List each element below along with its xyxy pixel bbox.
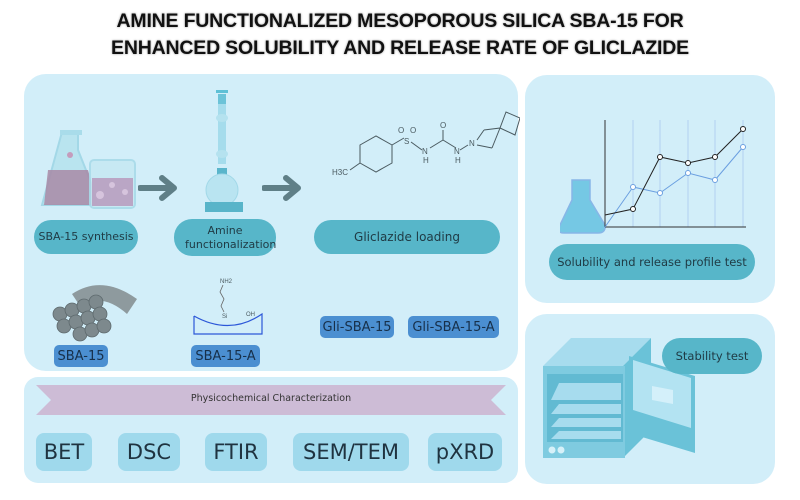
title-line-1: AMINE FUNCTIONALIZED MESOPOROUS SILICA S… [116, 10, 684, 32]
step-gliclazide-loading: Gliclazide loading [314, 220, 500, 254]
hydrogen-label: H [455, 156, 461, 165]
nitrogen-label: N [422, 147, 428, 156]
sulfur-label: S [404, 137, 409, 146]
release-profile-chart-icon [560, 120, 746, 234]
test-solubility-release: Solubility and release profile test [549, 244, 755, 280]
characterization-banner [36, 385, 506, 415]
step-sba15-synthesis: SBA-15 synthesis [34, 220, 138, 254]
hydroxyl-label: OH [246, 312, 255, 318]
method-ftir: FTIR [205, 433, 267, 471]
oxygen-label: O [440, 121, 446, 130]
reflux-apparatus-icon [205, 90, 243, 212]
hydrogen-label: H [423, 156, 429, 165]
test-label: Solubility and release profile test [557, 255, 747, 269]
test-label: Stability test [675, 349, 749, 363]
method-label: DSC [126, 440, 172, 464]
method-bet: BET [36, 433, 92, 471]
material-tag-sba15: SBA-15 [54, 345, 108, 367]
material-tag-gli-sba15-a: Gli-SBA-15-A [408, 316, 499, 338]
material-label: SBA-15-A [195, 348, 256, 364]
material-tag-gli-sba15: Gli-SBA-15 [320, 316, 394, 338]
nitrogen-label: N [454, 147, 460, 156]
material-label: Gli-SBA-15 [322, 319, 392, 335]
method-label: pXRD [435, 440, 495, 464]
silicon-label: Si [222, 314, 227, 320]
step-amine-functionalization: Amine functionalization [174, 219, 276, 256]
oxygen-label: O [398, 126, 404, 135]
amine-label: NH2 [220, 279, 233, 285]
step-label: Gliclazide loading [354, 230, 460, 244]
stability-chamber-icon [543, 338, 695, 458]
gliclazide-structure: H3C S O O N H O N H N [332, 111, 520, 177]
method-label: SEM/TEM [302, 440, 399, 464]
method-pxrd: pXRD [428, 433, 502, 471]
page-title: AMINE FUNCTIONALIZED MESOPOROUS SILICA S… [0, 8, 800, 62]
sba15-structure-icon [52, 285, 137, 342]
flask-beaker-icon [40, 130, 136, 209]
step-label: Amine functionalization [185, 223, 277, 251]
arrow-right-icon [262, 175, 301, 201]
characterization-banner-label: Physicochemical Characterization [190, 393, 352, 404]
step-label: SBA-15 synthesis [38, 230, 134, 243]
method-label: FTIR [213, 440, 259, 464]
nitrogen-label: N [469, 139, 475, 148]
material-label: Gli-SBA-15-A [412, 319, 495, 335]
method-dsc: DSC [118, 433, 180, 471]
title-line-2: ENHANCED SOLUBILITY AND RELEASE RATE OF … [111, 37, 689, 59]
material-tag-sba15-a: SBA-15-A [191, 345, 260, 367]
method-sem-tem: SEM/TEM [293, 433, 409, 471]
test-stability: Stability test [662, 338, 762, 374]
sba15a-structure-icon: NH2 Si OH [193, 279, 263, 335]
arrow-right-icon [138, 175, 177, 201]
methyl-label: H3C [332, 168, 348, 177]
method-label: BET [43, 440, 85, 464]
oxygen-label: O [410, 126, 416, 135]
material-label: SBA-15 [57, 348, 105, 364]
